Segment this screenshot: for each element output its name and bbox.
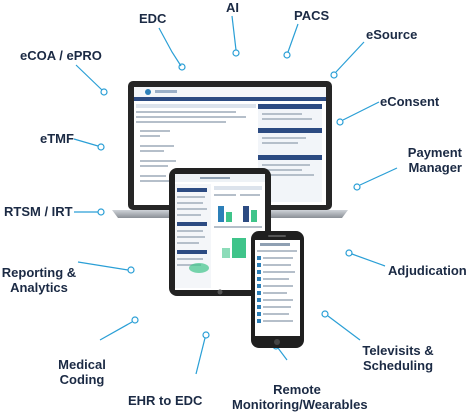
connector-remote — [277, 347, 288, 361]
label-reporting-line2: Analytics — [10, 280, 68, 295]
label-televisits-line2: Scheduling — [362, 358, 434, 373]
label-televisits-scheduling: Televisits & Scheduling — [352, 343, 444, 373]
label-adjudication: Adjudication — [388, 263, 467, 278]
connector-dot-ehr — [202, 331, 210, 339]
label-ehr-to-edc: EHR to EDC — [128, 393, 203, 408]
label-medical-coding: Medical Coding — [46, 357, 118, 387]
label-etmf: eTMF — [40, 131, 74, 146]
connector-etmf — [73, 138, 99, 147]
connector-reporting — [77, 261, 129, 271]
connector-dot-pacs — [283, 51, 291, 59]
connector-econsent — [342, 101, 380, 121]
connector-adjudication — [351, 253, 386, 267]
connector-pacs — [287, 23, 299, 53]
connector-dot-rtsm — [97, 208, 105, 216]
label-edc: EDC — [139, 11, 167, 26]
connector-ecoa — [75, 64, 103, 91]
connector-dot-edc — [178, 63, 186, 71]
connector-dot-esource — [330, 71, 338, 79]
connector-lines — [73, 15, 398, 375]
connector-dot-etmf — [97, 143, 105, 151]
connector-ehr — [195, 337, 206, 375]
label-remote-monitoring: Remote Monitoring/Wearables — [232, 382, 368, 412]
connector-medical — [99, 321, 133, 341]
connector-televisits — [327, 315, 361, 341]
label-rtsm-irt: RTSM / IRT — [4, 204, 73, 219]
connector-dot-ecoa — [100, 88, 108, 96]
connector-dot-medical — [131, 316, 139, 324]
label-medical-line1: Medical — [58, 357, 106, 372]
connector-esource — [335, 41, 365, 73]
label-medical-line2: Coding — [59, 372, 105, 387]
label-televisits-line1: Televisits & — [362, 343, 434, 358]
label-payment-manager: Payment Manager — [408, 145, 462, 175]
label-remote-line1: Remote — [273, 382, 321, 397]
label-ai: AI — [226, 0, 239, 15]
laptop-icon — [112, 81, 348, 218]
connector-ai — [231, 15, 237, 51]
label-pacs: PACS — [294, 8, 330, 23]
connector-dot-payment — [353, 183, 361, 191]
connector-dot-ai — [232, 49, 240, 57]
label-reporting-line1: Reporting & — [1, 265, 77, 280]
connector-dot-reporting — [127, 266, 135, 274]
label-econsent: eConsent — [380, 94, 440, 109]
connector-dot-televisits — [321, 310, 329, 318]
label-payment-line2: Manager — [408, 160, 462, 175]
tablet-icon — [169, 168, 271, 296]
label-ecoa-epro: eCOA / ePRO — [20, 48, 102, 63]
connector-edc — [158, 27, 182, 67]
connector-dot-adjudication — [345, 249, 353, 257]
phone-icon — [251, 231, 304, 348]
label-payment-line1: Payment — [407, 145, 462, 160]
connector-payment — [359, 167, 398, 186]
label-remote-line2: Monitoring/Wearables — [232, 397, 368, 412]
connector-dot-econsent — [336, 118, 344, 126]
label-reporting-analytics: Reporting & Analytics — [0, 265, 78, 295]
label-esource: eSource — [366, 27, 418, 42]
